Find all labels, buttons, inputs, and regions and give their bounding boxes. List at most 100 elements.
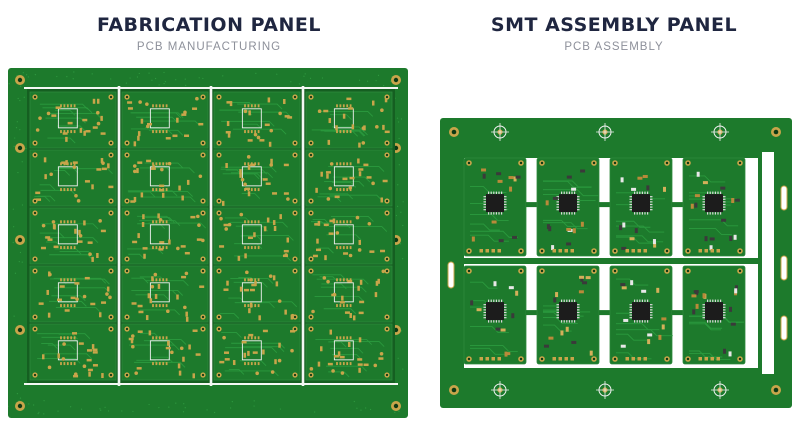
pcb-board: [213, 265, 301, 323]
copper-pad: [333, 355, 339, 358]
copper-pad: [315, 187, 318, 193]
copper-pad: [254, 220, 257, 224]
copper-pad: [145, 315, 149, 321]
copper-pad: [186, 179, 190, 185]
copper-trace: [234, 302, 275, 308]
copper-pad: [257, 336, 260, 340]
chip-pin: [702, 306, 705, 308]
smd-component: [512, 235, 518, 239]
copper-pad: [181, 195, 184, 201]
via: [278, 111, 282, 116]
via: [179, 346, 184, 351]
mounting-hole-drill: [109, 95, 113, 99]
copper-pad: [85, 130, 91, 133]
chip-pin: [714, 191, 716, 195]
mounting-hole-drill: [385, 141, 389, 145]
chip-pin: [556, 203, 559, 206]
copper-pad: [78, 342, 84, 345]
rail-texture-dot: [309, 77, 312, 79]
copper-pad: [64, 309, 70, 312]
copper-pad: [100, 132, 106, 135]
via: [108, 295, 112, 300]
mounting-hole-drill: [109, 269, 113, 273]
assembled-pcb-board: [609, 157, 673, 257]
copper-pad: [363, 163, 369, 167]
tooling-hole-drill: [393, 403, 399, 409]
mounting-hole-drill: [109, 153, 113, 157]
edge-pad: [710, 357, 714, 361]
rail-texture-dot: [16, 121, 18, 123]
chip-silkscreen-outline: [57, 282, 78, 303]
mounting-hole-drill: [33, 257, 37, 261]
copper-pad: [346, 362, 349, 366]
smd-component: [733, 234, 737, 240]
copper-pad: [55, 106, 61, 109]
via: [227, 222, 232, 227]
mounting-hole-drill: [293, 373, 297, 377]
copper-pad: [267, 97, 271, 103]
copper-pad: [100, 158, 104, 164]
copper-pad: [323, 223, 329, 227]
chip-silkscreen-outline: [57, 340, 78, 361]
copper-pad: [60, 104, 62, 108]
copper-pad: [165, 336, 168, 340]
copper-pad: [247, 191, 251, 197]
copper-pad: [63, 188, 66, 192]
mounting-hole-drill: [519, 269, 523, 273]
chip-pin: [495, 212, 497, 215]
via: [105, 292, 109, 296]
copper-pad: [155, 162, 158, 166]
chip-pin: [561, 320, 563, 323]
via: [170, 350, 174, 355]
copper-pad: [366, 176, 372, 179]
copper-pad: [349, 362, 352, 366]
mounting-hole-drill: [109, 199, 113, 203]
copper-pad: [225, 131, 231, 134]
copper-pad: [378, 357, 384, 360]
edge-pad: [625, 357, 629, 361]
copper-pad: [36, 198, 42, 201]
copper-pad: [147, 293, 151, 299]
copper-pad: [137, 304, 143, 308]
chip-pin: [483, 209, 486, 211]
copper-pad: [254, 278, 257, 282]
copper-trace: [315, 222, 351, 229]
copper-pad: [374, 292, 378, 298]
mounting-hole-drill: [385, 95, 389, 99]
rail-texture-dot: [8, 405, 9, 407]
rail-texture-dot: [121, 410, 123, 412]
smd-component: [620, 344, 626, 348]
copper-pad: [244, 278, 246, 282]
edge-pad: [631, 357, 635, 361]
copper-pad: [86, 349, 92, 352]
rail-texture-dot: [253, 405, 255, 407]
copper-pad: [272, 275, 276, 281]
edge-pad: [631, 249, 635, 253]
rail-texture-dot: [358, 79, 361, 81]
mounting-hole-drill: [309, 211, 313, 215]
chip-pin: [504, 198, 507, 200]
chip-pin: [629, 304, 632, 306]
copper-pad: [257, 104, 260, 108]
copper-pad: [342, 278, 345, 282]
copper-pad: [315, 248, 321, 252]
rail-texture-dot: [298, 83, 300, 85]
chip-pin: [490, 299, 492, 303]
copper-trace: [239, 360, 267, 367]
chip-pin: [709, 212, 711, 215]
copper-trace: [49, 254, 94, 261]
copper-trace: [37, 195, 56, 202]
copper-pad: [273, 226, 277, 232]
copper-pad: [247, 130, 250, 134]
smd-component: [722, 348, 726, 354]
rail-texture-dot: [253, 400, 255, 402]
copper-pad: [336, 304, 338, 308]
edge-pad: [497, 249, 501, 253]
copper-pad: [137, 233, 140, 239]
copper-pad: [190, 215, 196, 219]
copper-pad: [152, 362, 154, 366]
rail-texture-dot: [66, 76, 68, 78]
chip-pin: [577, 209, 580, 211]
copper-pad: [342, 104, 345, 108]
via: [176, 246, 180, 251]
